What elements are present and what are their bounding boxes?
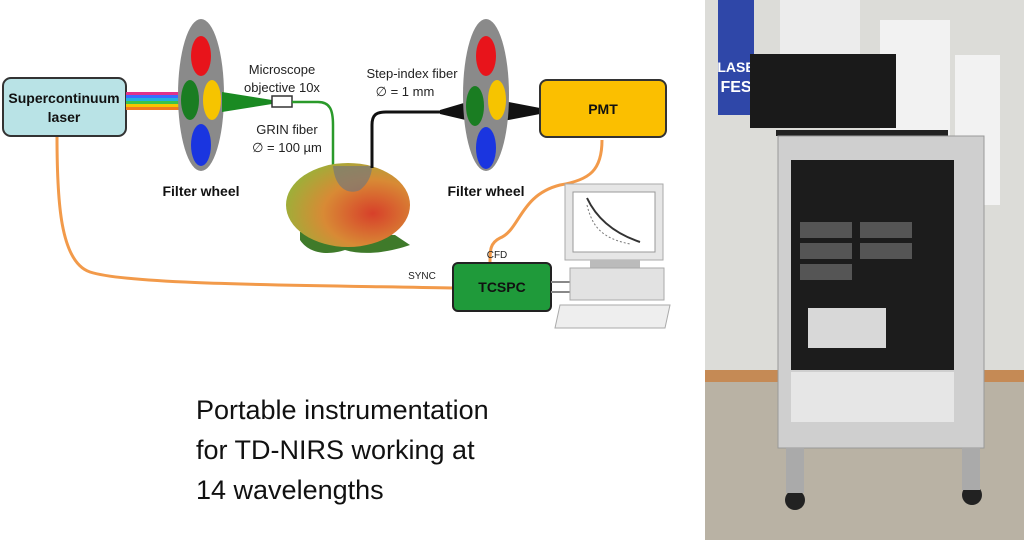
microscope-objective [271, 95, 293, 108]
svg-text:FES: FES [720, 79, 751, 96]
filter-wheel-right-label: Filter wheel [447, 183, 524, 199]
caption-line-1: Portable instrumentation [196, 395, 489, 425]
objective-label-1: Microscope [249, 62, 315, 77]
caption-line-3: 14 wavelengths [196, 475, 384, 505]
cfd-label: CFD [487, 250, 508, 261]
mango-sample [286, 163, 410, 253]
cfd-cable [488, 139, 604, 264]
laser-label-1: Supercontinuum [8, 90, 119, 106]
sync-label: SYNC [408, 271, 436, 282]
svg-text:LASE: LASE [717, 59, 754, 75]
pmt-label: PMT [588, 101, 618, 117]
grin-label-2: ∅ = 100 µm [252, 140, 322, 155]
laser-label-2: laser [48, 109, 81, 125]
step-index-label-1: Step-index fiber [366, 66, 458, 81]
filter-wheel-right [463, 19, 509, 171]
instrument-photo: LASE FES [705, 0, 1024, 540]
tcspc-box [452, 262, 552, 312]
filter-wheel-left-label: Filter wheel [162, 183, 239, 199]
objective-label-2: objective 10x [244, 80, 320, 95]
grin-label-1: GRIN fiber [256, 122, 318, 137]
caption-line-2: for TD-NIRS working at [196, 435, 475, 465]
green-beam-cone [222, 92, 272, 112]
caption: Portable instrumentation for TD-NIRS wor… [196, 390, 489, 510]
rainbow-beam [126, 92, 180, 110]
filter-wheel-left [178, 19, 224, 171]
step-index-fiber [370, 110, 440, 168]
supercontinuum-laser-box [2, 77, 127, 137]
sync-cable [55, 135, 454, 290]
step-index-label-2: ∅ = 1 mm [376, 84, 435, 99]
pmt-box [539, 79, 667, 138]
computer-icon [551, 183, 671, 329]
tcspc-label: TCSPC [478, 279, 525, 295]
grin-fiber [292, 100, 335, 168]
